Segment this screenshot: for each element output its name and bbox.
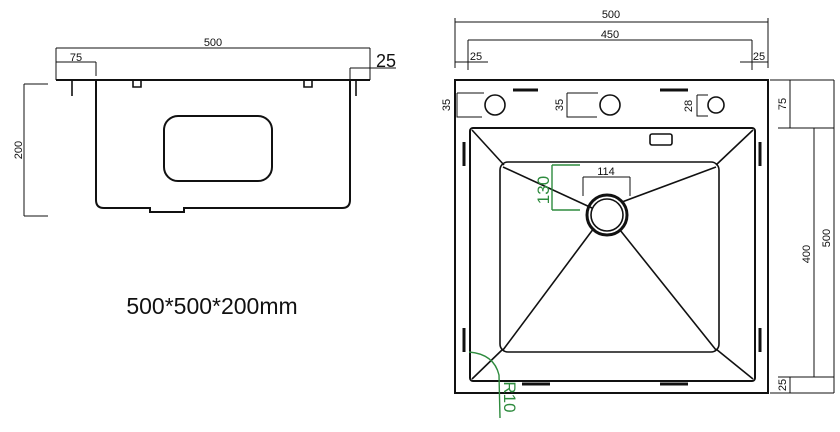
- side-height-label: 200: [13, 141, 25, 159]
- basin-depth-label: 400: [801, 245, 813, 263]
- top-inner-width-label: 450: [601, 29, 619, 41]
- tap-hole-3: [707, 96, 725, 114]
- basin-floor: [499, 161, 720, 353]
- side-width-label: 500: [204, 37, 222, 49]
- hole3-label: 28: [683, 100, 695, 112]
- tap-hole-2: [599, 94, 621, 116]
- side-drain-box: [163, 115, 273, 182]
- drain-inner: [590, 198, 624, 232]
- top-view: 500 450 25 25 35 35 28: [441, 9, 835, 419]
- top-overall-height-label: 500: [821, 229, 833, 247]
- basin-outer: [469, 127, 756, 382]
- drain-height-label: 130: [534, 176, 553, 204]
- radius-arc: [468, 351, 501, 419]
- top-right-margin-label: 25: [753, 51, 765, 63]
- top-deck-outline: [454, 79, 769, 394]
- dimensions-caption: 500*500*200mm: [126, 293, 297, 319]
- side-right-offset-label: 25: [376, 51, 396, 71]
- tap-hole-1: [484, 94, 506, 116]
- overflow-slot: [649, 133, 673, 146]
- drain-outer: [585, 193, 629, 237]
- side-left-offset-label: 75: [70, 52, 82, 64]
- top-offset-label: 75: [777, 98, 789, 110]
- side-bowl-outline: [95, 80, 351, 213]
- hole1-label: 35: [441, 99, 453, 111]
- hole2-label: 35: [554, 99, 566, 111]
- side-view: 500 75 25 200: [13, 37, 396, 217]
- bottom-offset-label: 25: [777, 379, 789, 391]
- drain-width-label: 114: [597, 166, 615, 178]
- top-overall-width-label: 500: [602, 9, 620, 21]
- radius-label: R10: [500, 381, 519, 412]
- top-left-margin-label: 25: [470, 51, 482, 63]
